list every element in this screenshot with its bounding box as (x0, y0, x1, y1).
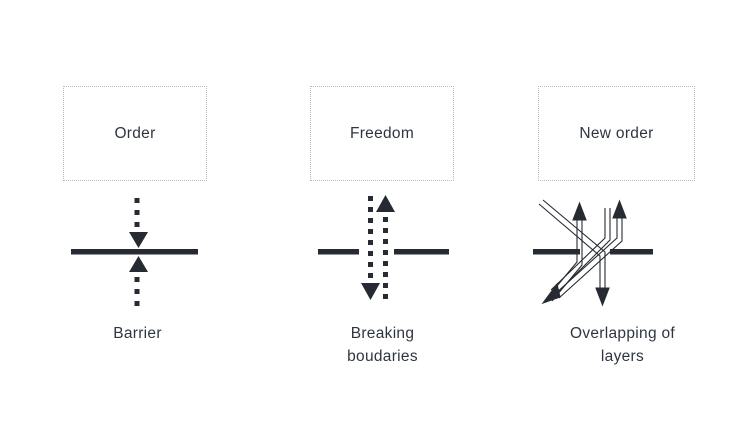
barrier-bar (71, 249, 198, 255)
barrier-bar-right (394, 249, 449, 255)
barrier-bar-left (533, 249, 580, 255)
diagram-barrier (40, 190, 235, 312)
barrier-bar-left (318, 249, 359, 255)
caption-overlapping-layers-line-2: layers (600, 348, 645, 365)
panel-new-order: New order (525, 0, 720, 432)
caption-overlapping-layers: Overlapping of layers (525, 322, 720, 368)
label-box-freedom: Freedom (310, 86, 454, 181)
diagram-breaking-boundaries (285, 190, 480, 312)
label-box-new-order: New order (538, 86, 695, 181)
outline-arrow-down-right-icon (538, 199, 610, 307)
barrier-bar-right (610, 249, 653, 255)
panel-order: Order (40, 0, 235, 432)
dotted-arrow-down-icon (361, 196, 380, 300)
label-box-order-text: Order (114, 124, 156, 142)
caption-overlapping-layers-line-1: Overlapping of (569, 325, 675, 342)
dotted-arrow-down-icon (129, 198, 148, 248)
label-box-freedom-text: Freedom (349, 124, 415, 142)
label-box-new-order-text: New order (579, 124, 654, 142)
outline-arrow-up-right-icon (554, 199, 627, 299)
dotted-arrow-up-icon (376, 195, 395, 299)
caption-breaking-boundaries-line-1: Breaking (350, 325, 415, 342)
panel-freedom: Freedom (285, 0, 480, 432)
outline-arrow-down-left-icon (541, 208, 611, 305)
diagram-overlapping-layers (525, 190, 720, 312)
caption-barrier: Barrier (40, 322, 235, 345)
label-box-order: Order (63, 86, 207, 181)
crossing-outline-arrows-group (538, 199, 627, 307)
caption-breaking-boundaries: Breaking boudaries (285, 322, 480, 368)
dotted-arrow-up-icon (129, 256, 148, 306)
caption-barrier-line-1: Barrier (113, 325, 162, 342)
caption-breaking-boundaries-line-2: boudaries (347, 348, 418, 365)
outline-arrow-up-left-icon (546, 201, 587, 302)
